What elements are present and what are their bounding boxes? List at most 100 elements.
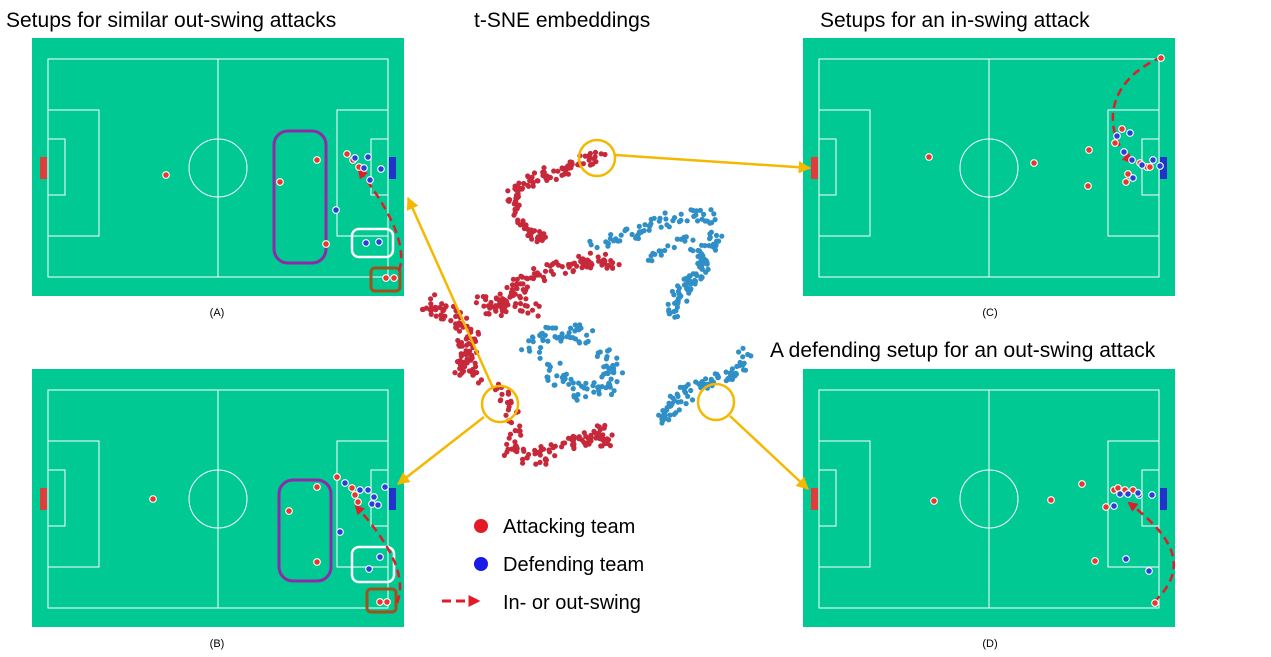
tsne-point-attacking — [513, 200, 519, 206]
tsne-point-attacking — [542, 268, 549, 274]
tsne-point-defending — [606, 366, 612, 372]
tsne-point-defending — [529, 334, 536, 340]
tsne-point-attacking — [492, 387, 499, 393]
tsne-point-defending — [601, 364, 607, 370]
tsne-point-attacking — [597, 427, 603, 433]
tsne-point-attacking — [456, 328, 463, 334]
tsne-point-attacking — [595, 254, 601, 260]
tsne-point-defending — [675, 300, 681, 306]
tsne-point-defending — [646, 227, 652, 233]
tsne-point-attacking — [533, 461, 539, 467]
tsne-point-attacking — [518, 432, 524, 438]
centre-circle — [188, 469, 248, 529]
attacking-player-dot — [1084, 182, 1092, 190]
highlight-box — [365, 587, 398, 614]
tsne-point-defending — [675, 393, 681, 399]
legend-defending-dot — [474, 557, 488, 571]
tsne-point-attacking — [521, 448, 527, 454]
tsne-point-attacking — [587, 250, 594, 256]
tsne-point-attacking — [616, 262, 622, 268]
tsne-point-attacking — [505, 188, 511, 194]
tsne-point-defending — [695, 218, 701, 224]
tsne-point-attacking — [602, 440, 608, 447]
tsne-point-defending — [678, 211, 684, 217]
tsne-point-attacking — [457, 358, 463, 364]
tsne-point-defending — [715, 374, 721, 380]
defending-player-dot — [1148, 491, 1156, 499]
tsne-point-defending — [664, 407, 670, 413]
tsne-point-defending — [688, 246, 694, 253]
tsne-point-attacking — [510, 276, 516, 282]
tsne-point-defending — [703, 376, 709, 382]
tsne-point-defending — [692, 281, 698, 287]
tsne-point-attacking — [567, 159, 573, 165]
attacking-player-dot — [1047, 496, 1055, 504]
attacking-player-dot — [925, 153, 933, 161]
tsne-point-attacking — [517, 423, 523, 429]
left-goal-area — [818, 138, 837, 196]
tsne-point-attacking — [537, 459, 543, 465]
tsne-point-defending — [694, 208, 700, 214]
defending-player-dot — [1145, 567, 1153, 575]
caption-d: (D) — [982, 638, 997, 650]
tsne-point-defending — [688, 281, 694, 287]
attacking-player-dot — [351, 491, 359, 499]
tsne-point-defending — [563, 371, 570, 377]
tsne-point-defending — [658, 252, 664, 258]
tsne-point-attacking — [452, 370, 458, 376]
defending-player-dot — [366, 176, 374, 184]
attacking-player-dot — [348, 484, 356, 492]
tsne-point-defending — [688, 387, 694, 394]
legend: Attacking team Defending team In- or out… — [442, 516, 644, 614]
tsne-point-attacking — [504, 284, 510, 291]
tsne-point-attacking — [518, 273, 524, 279]
tsne-point-attacking — [540, 172, 546, 179]
tsne-point-defending — [636, 223, 642, 229]
tsne-point-defending — [662, 210, 668, 216]
tsne-point-defending — [741, 360, 747, 366]
tsne-point-attacking — [580, 256, 586, 262]
tsne-point-defending — [536, 349, 543, 355]
tsne-point-defending — [559, 335, 565, 341]
attacking-player-dot — [313, 156, 321, 164]
attacking-player-dot — [1030, 159, 1038, 167]
title-tsne: t-SNE embeddings — [474, 9, 650, 32]
tsne-point-attacking — [428, 311, 434, 317]
tsne-scatter — [419, 149, 754, 467]
tsne-point-attacking — [528, 227, 534, 233]
tsne-point-attacking — [523, 296, 529, 302]
tsne-point-defending — [570, 386, 576, 392]
tsne-point-attacking — [473, 300, 479, 306]
tsne-point-attacking — [504, 399, 511, 406]
defending-player-dot — [1120, 148, 1128, 156]
tsne-point-attacking — [475, 331, 482, 337]
tsne-point-attacking — [469, 352, 475, 358]
tsne-point-attacking — [587, 150, 594, 157]
tsne-point-defending — [574, 397, 580, 403]
right-goal-area — [1141, 469, 1160, 527]
tsne-point-attacking — [585, 257, 591, 263]
attacking-player-dot — [354, 498, 362, 506]
tsne-point-attacking — [553, 176, 559, 182]
tsne-point-defending — [727, 376, 733, 382]
tsne-point-attacking — [481, 303, 487, 309]
pitch-panel-c — [803, 38, 1175, 296]
left-goal-area — [47, 138, 66, 196]
tsne-point-defending — [686, 290, 692, 296]
tsne-point-defending — [699, 216, 705, 222]
tsne-point-defending — [690, 271, 696, 277]
defending-player-dot — [360, 164, 368, 172]
defending-player-dot — [376, 553, 384, 561]
legend-defending-label: Defending team — [503, 554, 644, 576]
tsne-point-attacking — [513, 207, 519, 213]
tsne-point-attacking — [597, 435, 603, 442]
tsne-point-defending — [651, 215, 657, 221]
defending-player-dot — [375, 238, 383, 246]
tsne-point-defending — [658, 248, 664, 254]
tsne-point-attacking — [508, 289, 514, 296]
caption-b: (B) — [210, 638, 225, 650]
tsne-point-attacking — [509, 282, 516, 288]
tsne-point-attacking — [514, 195, 520, 201]
tsne-point-defending — [568, 376, 574, 382]
defending-player-dot — [332, 206, 340, 214]
